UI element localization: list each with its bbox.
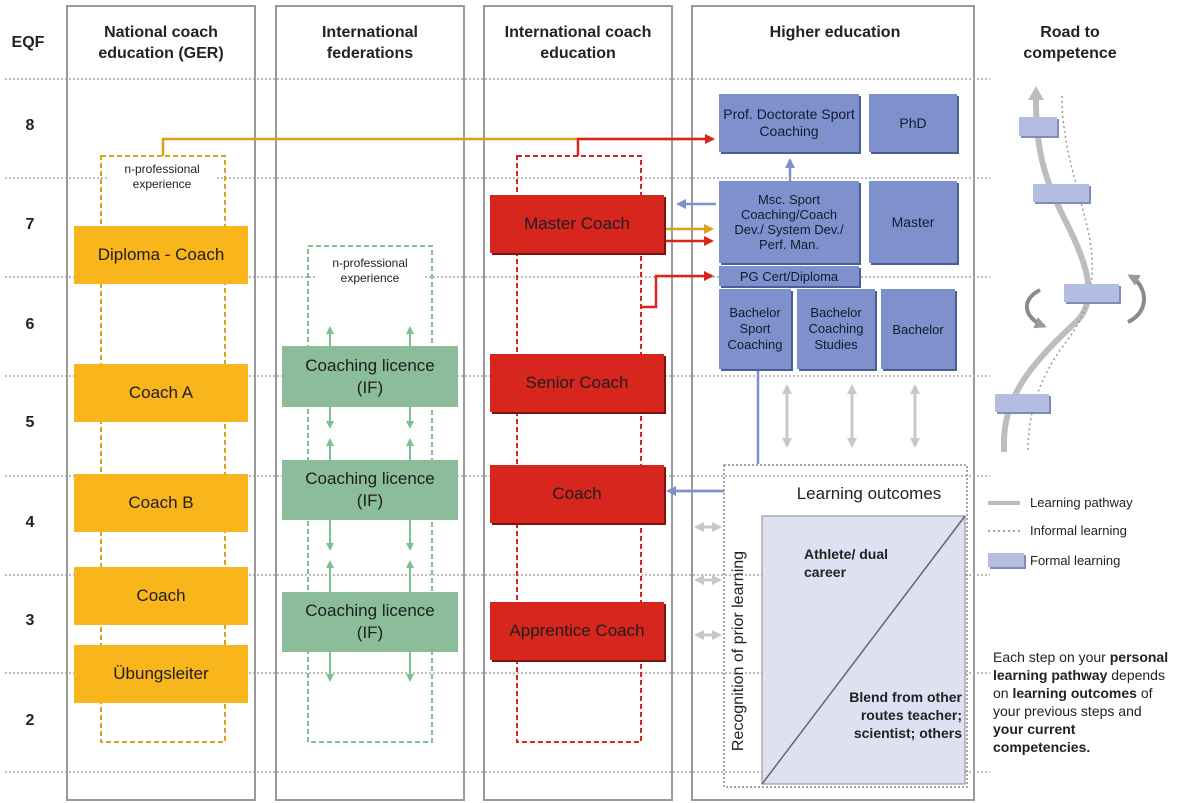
legend-formal-learning: Formal learning xyxy=(1030,553,1121,568)
athlete-label: Athlete/ dual career xyxy=(804,546,889,580)
red-arrow-pgcert xyxy=(641,271,714,309)
national-box-coach-a: Coach A xyxy=(74,364,248,422)
eqf-level-7: 7 xyxy=(25,216,35,233)
federations-experience-note: n-professional experience xyxy=(316,256,424,286)
intl-box-master-coach: Master Coach xyxy=(490,195,664,253)
header-eqf: EQF xyxy=(11,34,45,51)
intl-box-senior-coach: Senior Coach xyxy=(490,354,664,412)
frame-federations xyxy=(275,5,465,801)
recognition-prior-learning-label: Recognition of prior learning xyxy=(730,550,747,752)
national-box-coach-b: Coach B xyxy=(74,474,248,532)
frame-national xyxy=(66,5,256,801)
legend-learning-pathway: Learning pathway xyxy=(1030,495,1133,510)
competence-paragraph: Each step on your personal learning path… xyxy=(993,648,1175,756)
column-frames xyxy=(66,5,975,801)
paragraph-bold-2: learning outcomes xyxy=(1012,685,1137,701)
higher-box-pg-cert: PG Cert/Diploma xyxy=(719,266,859,286)
eqf-level-3: 3 xyxy=(25,612,35,629)
paragraph-text-1: Each step on your xyxy=(993,649,1106,665)
eqf-level-5: 5 xyxy=(25,414,35,431)
learning-outcomes-frame xyxy=(723,464,968,788)
learning-outcomes-title: Learning outcomes xyxy=(796,484,942,503)
blend-label: Blend from other routes teacher; scienti… xyxy=(849,689,962,741)
header-road: Road to competence xyxy=(1023,24,1117,62)
eqf-level-6: 6 xyxy=(25,316,35,333)
national-experience-note: n-professional experience xyxy=(108,162,216,192)
federation-box-licence-2: Coaching licence (IF) xyxy=(282,460,458,520)
eqf-level-8: 8 xyxy=(25,117,35,134)
legend-informal-learning: Informal learning xyxy=(1030,523,1127,538)
road-formal-step-3 xyxy=(1064,284,1119,302)
road-formal-step-1 xyxy=(1019,117,1057,136)
header-federations: International federations xyxy=(321,24,418,62)
national-experience-frame xyxy=(100,155,226,743)
higher-box-bachelor-sport: Bachelor Sport Coaching xyxy=(719,289,791,369)
higher-box-bachelor-studies: Bachelor Coaching Studies xyxy=(797,289,875,369)
header-higher: Higher education xyxy=(769,24,901,41)
federation-arrows xyxy=(326,326,414,682)
federation-box-licence-1: Coaching licence (IF) xyxy=(282,346,458,407)
red-arrow-doctorate xyxy=(576,134,715,156)
road-formal-step-2 xyxy=(1033,184,1089,202)
paragraph-bold-1: personal learning pathway xyxy=(993,649,1169,683)
intl-box-apprentice-coach: Apprentice Coach xyxy=(490,602,664,660)
national-box-diploma: Diploma - Coach xyxy=(74,226,248,284)
intl-box-coach: Coach xyxy=(490,465,664,523)
higher-box-master: Master xyxy=(869,181,957,263)
higher-box-prof-doctorate: Prof. Doctorate Sport Coaching xyxy=(719,94,859,152)
national-box-coach: Coach xyxy=(74,567,248,625)
blue-line-rpl xyxy=(670,369,760,493)
gold-arrow-doctorate xyxy=(161,134,715,156)
panel-diagonal xyxy=(761,515,966,785)
higher-box-bachelor: Bachelor xyxy=(881,289,955,369)
higher-box-phd: PhD xyxy=(869,94,957,152)
eqf-level-2: 2 xyxy=(25,712,35,729)
frame-higher xyxy=(691,5,975,801)
higher-box-msc: Msc. Sport Coaching/Coach Dev./ System D… xyxy=(719,181,859,263)
federation-box-licence-3: Coaching licence (IF) xyxy=(282,592,458,652)
paragraph-text-2: depends on xyxy=(993,667,1165,701)
eqf-level-4: 4 xyxy=(25,514,35,531)
national-box-uebungsleiter: Übungsleiter xyxy=(74,645,248,703)
header-intl-coach: International coach education xyxy=(504,24,652,62)
frame-intl-coach xyxy=(483,5,673,801)
paragraph-bold-3: your current competencies. xyxy=(993,721,1091,755)
grey-double-arrows xyxy=(694,384,920,640)
header-national: National coach education (GER) xyxy=(98,24,224,62)
legend-formal-swatch xyxy=(988,553,1024,567)
road-formal-step-4 xyxy=(995,394,1049,412)
paragraph-text-3: of your previous steps and xyxy=(993,685,1153,719)
intl-coach-frame xyxy=(516,155,642,743)
